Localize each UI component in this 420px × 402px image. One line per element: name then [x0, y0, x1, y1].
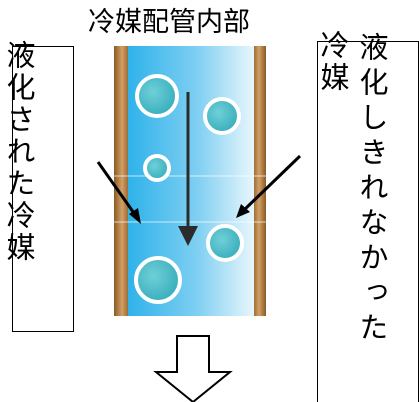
diagram-title: 冷媒配管内部: [88, 7, 250, 38]
pointer-arrow-icon: [96, 161, 141, 224]
bubble: [206, 224, 244, 262]
hollow-down-arrow-icon: [153, 335, 233, 402]
bubble: [134, 256, 182, 304]
pipe-wall-right: [252, 46, 266, 316]
label-box-right: [317, 41, 419, 402]
bubble: [203, 97, 241, 135]
label-refrigerant: 冷媒: [316, 30, 350, 94]
pipe-wall-left: [114, 46, 130, 316]
arrow-down-icon: [178, 92, 198, 246]
label-not-liquefied: 液化しきれなかった: [355, 32, 389, 347]
bubble: [143, 154, 171, 182]
pointer-arrow-icon: [236, 154, 302, 218]
label-box-left: [12, 46, 74, 332]
label-liquefied-refrigerant: 液化された冷媒: [2, 40, 36, 264]
bubble: [135, 74, 179, 118]
